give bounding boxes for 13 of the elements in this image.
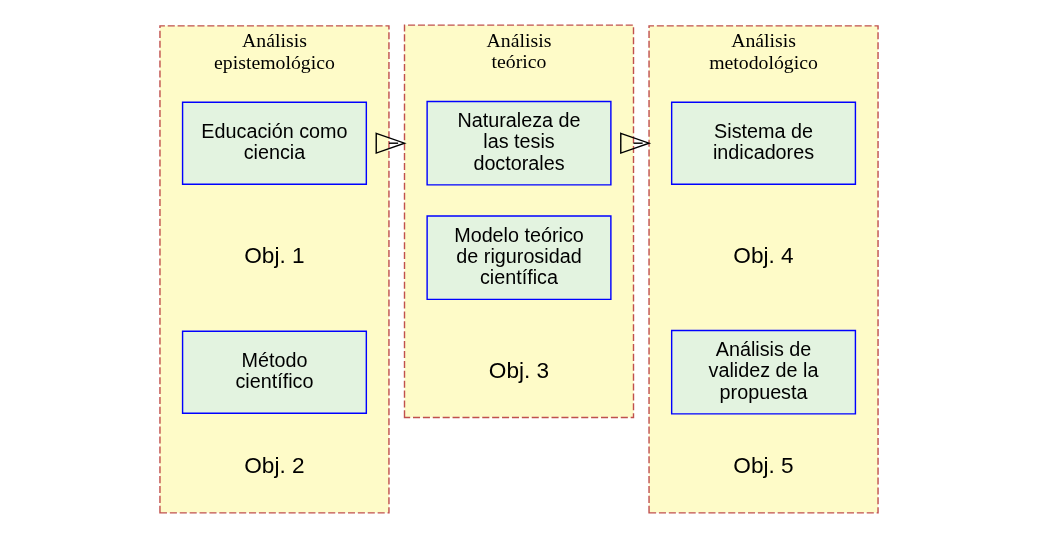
- node-box: Naturaleza de las tesis doctorales: [426, 100, 612, 186]
- node-label: Obj. 4: [733, 243, 794, 269]
- node-label: Obj. 3: [488, 357, 550, 383]
- node-box: Educación como ciencia: [181, 101, 368, 185]
- node-box: Sistema de indicadores: [670, 101, 857, 185]
- node-label: Obj. 2: [244, 452, 305, 478]
- node-label: Obj. 1: [244, 243, 305, 269]
- node-box: Método científico: [181, 330, 368, 414]
- node-label: Obj. 5: [733, 452, 794, 478]
- node-box: Modelo teórico de rigurosidad científica: [426, 215, 612, 301]
- arrow: [620, 132, 652, 155]
- arrow: [375, 132, 407, 155]
- node-box: Análisis de validez de la propuesta: [670, 329, 857, 415]
